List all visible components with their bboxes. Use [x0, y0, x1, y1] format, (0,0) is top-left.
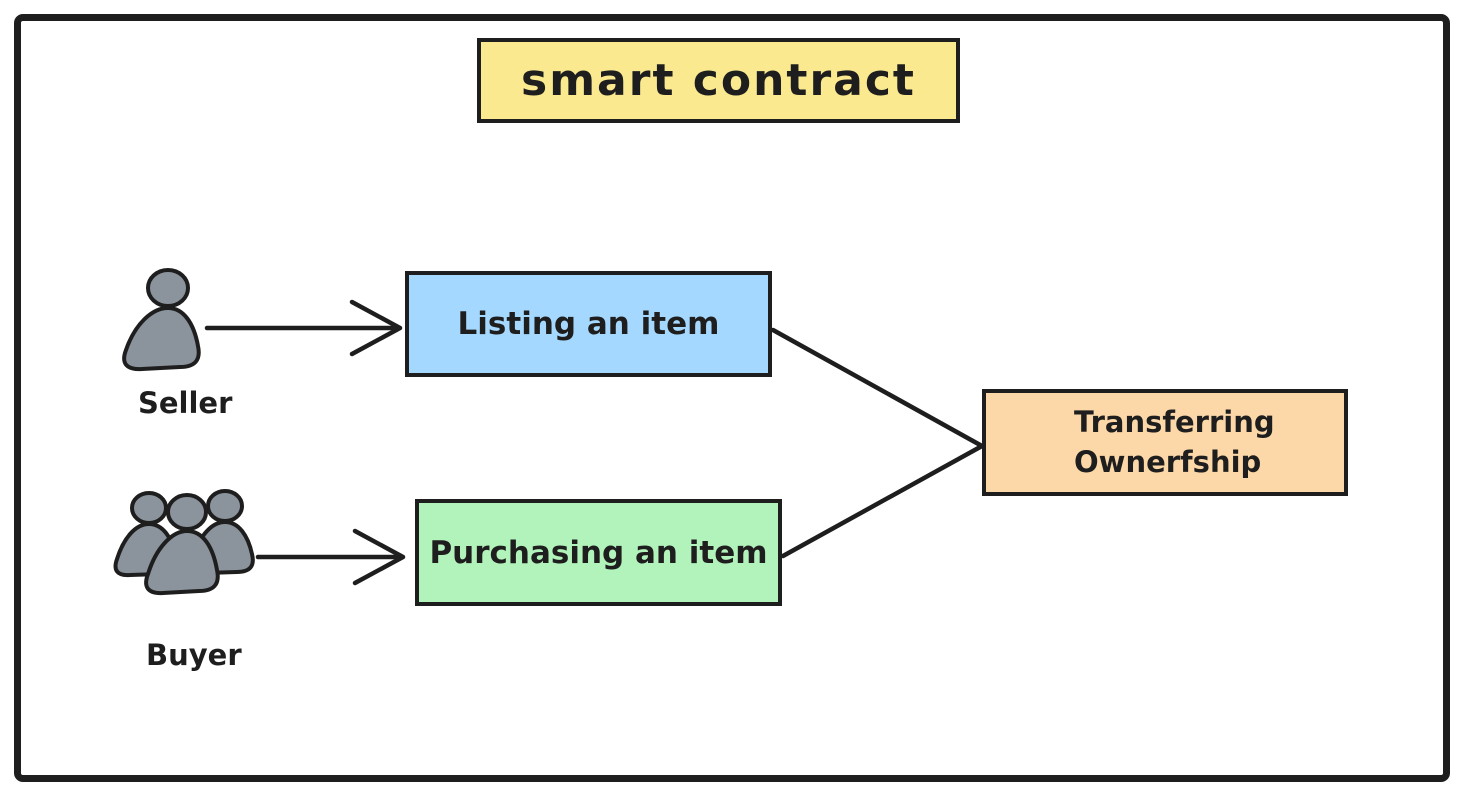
transferring-ownership-label: Transferring Ownerfship [1074, 405, 1275, 479]
listing-item-node: Listing an item [405, 271, 772, 377]
buyer-label: Buyer [146, 638, 242, 672]
purchasing-item-node: Purchasing an item [415, 499, 782, 606]
listing-item-label: Listing an item [457, 306, 720, 342]
title-box: smart contract [477, 38, 960, 123]
person-front-icon [144, 493, 220, 596]
diagram-title: smart contract [521, 55, 916, 106]
people-group-icon [113, 489, 255, 596]
person-back-right-icon [189, 489, 255, 576]
diagram-outer-frame [14, 14, 1450, 782]
purchasing-item-label: Purchasing an item [429, 534, 768, 571]
person-icon [122, 268, 201, 372]
transferring-ownership-node: Transferring Ownerfship [982, 389, 1348, 496]
seller-label: Seller [138, 386, 233, 420]
